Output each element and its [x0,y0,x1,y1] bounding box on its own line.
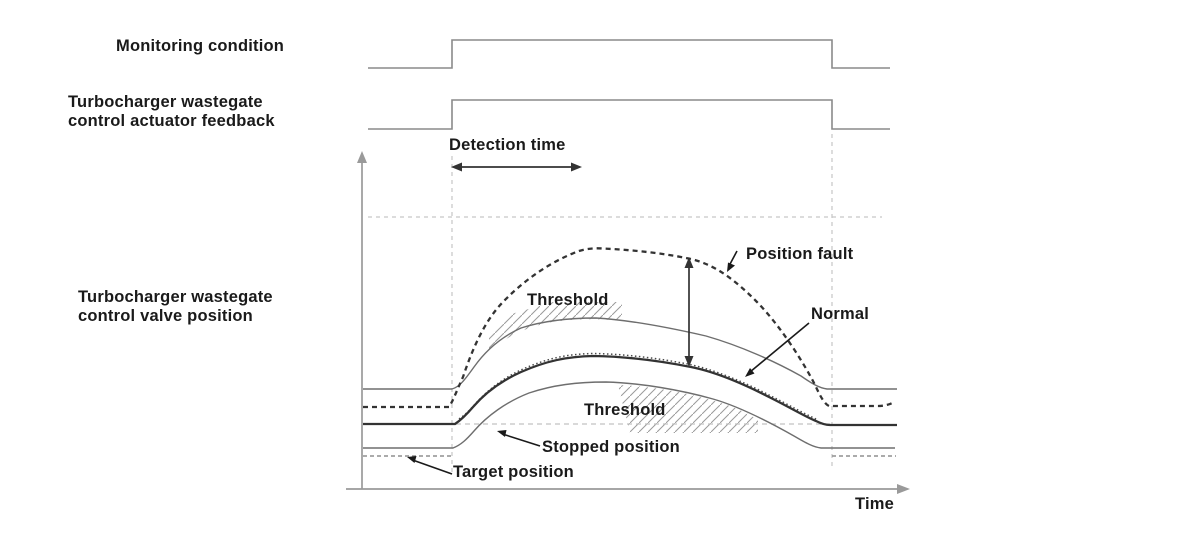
lower-threshold-hatch [618,385,758,433]
normal-pointer-head [745,368,755,377]
upper-threshold-hatch [489,302,622,352]
time-axis-arrowhead [897,484,910,494]
stopped-position-pointer [503,433,541,447]
target-position-pointer [413,459,453,475]
normal-pointer [749,322,810,373]
threshold-lower-label: Threshold [584,401,666,419]
upper-threshold-curve [363,317,897,390]
normal-label: Normal [811,305,870,323]
threshold-upper-label: Threshold [527,291,609,309]
target-position-pointer-head [407,456,417,463]
stopped-position-pointer-head [497,430,507,437]
valve-position-label-line1: Turbocharger wastegate [78,288,273,306]
actuator-feedback-label-line1: Turbocharger wastegate [68,93,263,111]
deviation-arrowhead-bottom [684,356,694,367]
time-axis-label: Time [855,495,895,513]
position-fault-curve [363,247,895,409]
stopped-position-trace [458,352,818,421]
valve-position-label: Turbocharger wastegate control valve pos… [78,288,273,326]
value-axis-arrowhead [357,151,367,163]
target-position-label: Target position [453,463,574,481]
actuator-feedback-label-line2: control actuator feedback [68,112,275,130]
stopped-position-label: Stopped position [542,438,680,456]
actuator-feedback-wave [368,99,890,130]
detection-time-arrowhead-left [451,162,462,172]
normal-curve [363,354,897,427]
lower-threshold-curve [363,381,895,449]
position-fault-pointer-head [727,262,735,272]
detection-time-label: Detection time [449,136,566,154]
valve-position-label-line2: control valve position [78,307,253,325]
actuator-feedback-label: Turbocharger wastegate control actuator … [68,93,275,131]
monitoring-condition-label: Monitoring condition [116,37,285,55]
detection-time-arrowhead-right [571,162,582,172]
monitoring-condition-wave [368,39,890,69]
deviation-arrowhead-top [684,257,694,268]
position-fault-label: Position fault [746,245,854,263]
